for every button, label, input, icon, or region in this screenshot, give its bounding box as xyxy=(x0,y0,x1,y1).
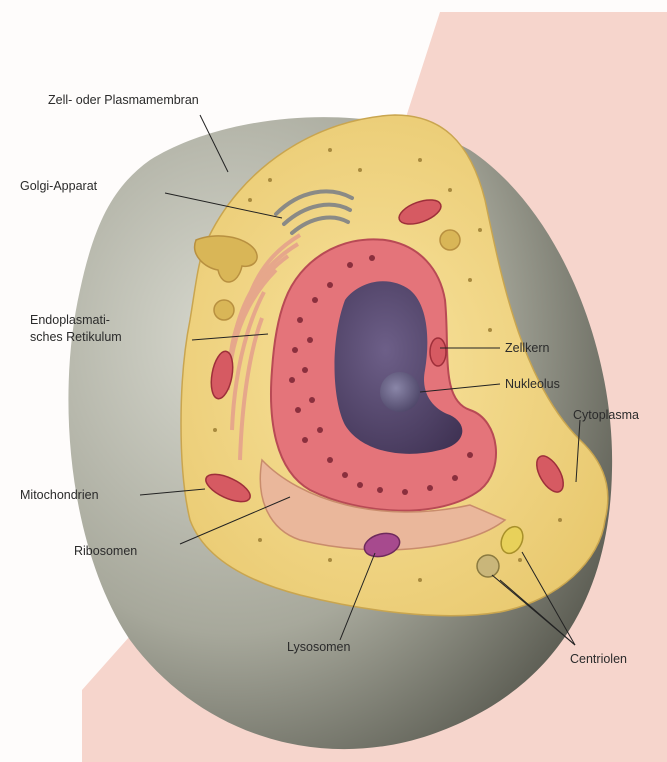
label-nucleus: Zellkern xyxy=(505,341,549,356)
nucleolus xyxy=(380,372,420,412)
label-cytoplasm: Cytoplasma xyxy=(573,408,639,423)
label-mitochondria: Mitochondrien xyxy=(20,488,99,503)
label-er-line2: sches Retikulum xyxy=(30,330,122,345)
label-ribosomes: Ribosomen xyxy=(74,544,137,559)
label-centrioles: Centriolen xyxy=(570,652,627,667)
label-lysosomes: Lysosomen xyxy=(287,640,350,655)
label-er-line1: Endoplasmati- xyxy=(30,313,110,328)
label-plasma-membrane: Zell- oder Plasmamembran xyxy=(48,93,199,108)
label-nucleolus: Nukleolus xyxy=(505,377,560,392)
label-golgi-apparatus: Golgi-Apparat xyxy=(20,179,97,194)
